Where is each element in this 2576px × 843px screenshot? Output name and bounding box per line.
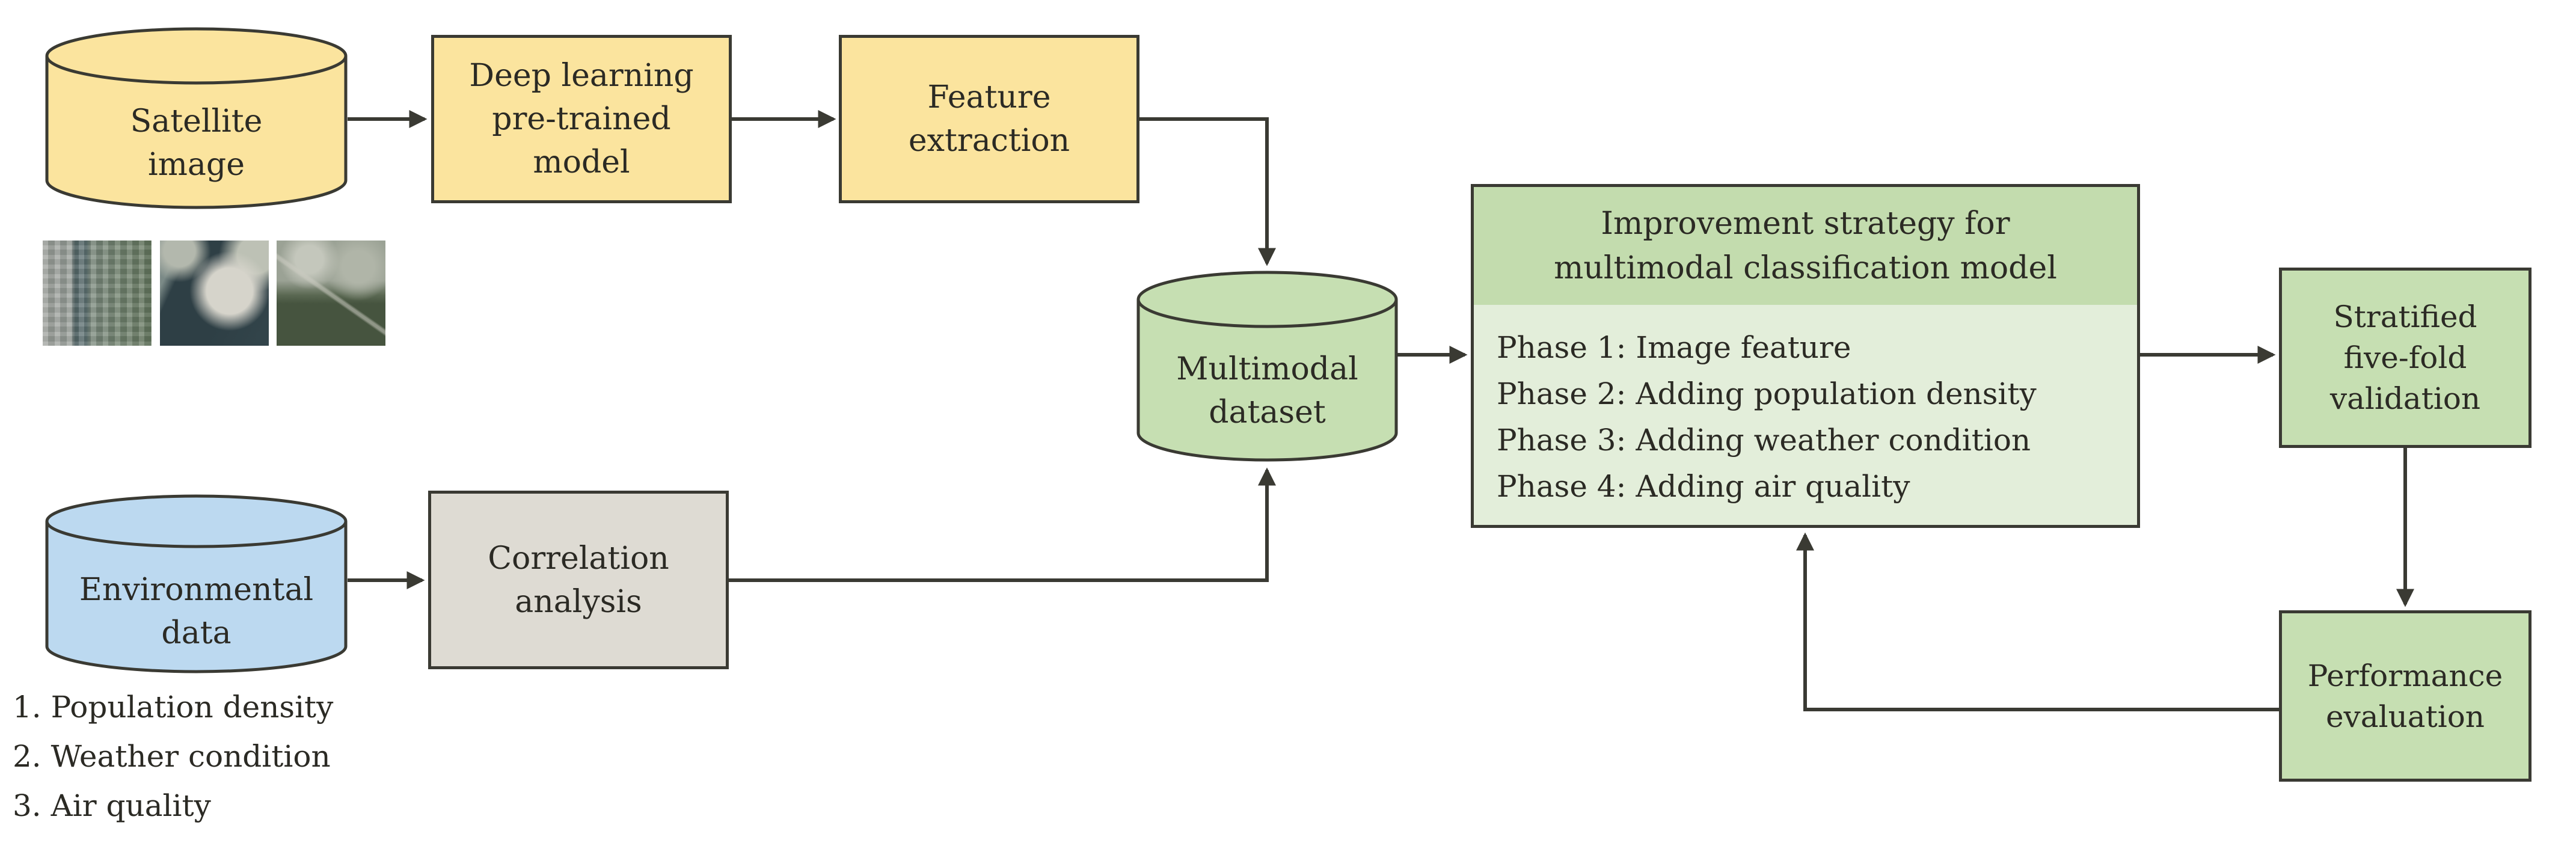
arrow-feature-to-multimodal [1139, 117, 1276, 266]
satellite-photo-1 [43, 241, 152, 346]
correlation-analysis-box: Correlation analysis [428, 491, 729, 669]
cylinder-shape-icon [45, 494, 348, 673]
multimodal-dataset-label: Multimodal dataset [1176, 351, 1358, 431]
environmental-data-label-wrap: Environmental data [45, 494, 348, 675]
performance-evaluation-box: Performance evaluation [2279, 610, 2532, 782]
feature-extraction-box: Feature extraction [839, 35, 1139, 203]
phase-1-item: Phase 1: Image feature [1497, 330, 1851, 365]
env-list-item-3: 3. Air quality [13, 788, 211, 823]
feature-extraction-label: Feature extraction [908, 79, 1070, 159]
performance-evaluation-label: Performance evaluation [2307, 658, 2503, 734]
phase-4-item: Phase 4: Adding air quality [1497, 469, 1910, 504]
phase-3-item: Phase 3: Adding weather condition [1497, 423, 2031, 458]
satellite-photo-2 [160, 241, 269, 346]
satellite-image-label: Satellite image [130, 103, 263, 183]
deep-learning-model-box: Deep learning pre-trained model [431, 35, 732, 203]
multimodal-dataset-cylinder [1136, 271, 1398, 463]
improvement-strategy-phases: Phase 1: Image feature Phase 2: Adding p… [1474, 305, 2137, 510]
stratified-validation-label: Stratified five-fold validation [2329, 299, 2481, 416]
improvement-strategy-title: Improvement strategy for multimodal clas… [1554, 206, 2057, 286]
multimodal-dataset-label-wrap: Multimodal dataset [1136, 271, 1398, 463]
improvement-strategy-header: Improvement strategy for multimodal clas… [1474, 187, 2137, 305]
improvement-strategy-box: Improvement strategy for multimodal clas… [1471, 184, 2140, 528]
environmental-data-label: Environmental data [79, 572, 314, 651]
cylinder-shape-icon [1136, 271, 1398, 462]
correlation-analysis-label: Correlation analysis [488, 540, 669, 620]
arrow-correlation-to-multimodal [729, 467, 1276, 582]
env-list-item-2: 2. Weather condition [13, 739, 331, 774]
stratified-validation-box: Stratified five-fold validation [2279, 268, 2532, 448]
phase-2-item: Phase 2: Adding population density [1497, 376, 2037, 411]
environmental-data-cylinder [45, 494, 348, 675]
deep-learning-model-label: Deep learning pre-trained model [469, 58, 694, 180]
satellite-photo-3 [277, 241, 385, 346]
arrow-performance-to-improvement [1796, 532, 2279, 711]
cylinder-shape-icon [45, 27, 348, 209]
environmental-data-list: 1. Population density 2. Weather conditi… [13, 682, 333, 830]
satellite-image-cylinder [45, 27, 348, 210]
env-list-item-1: 1. Population density [13, 690, 334, 725]
satellite-image-label-wrap: Satellite image [45, 27, 348, 210]
